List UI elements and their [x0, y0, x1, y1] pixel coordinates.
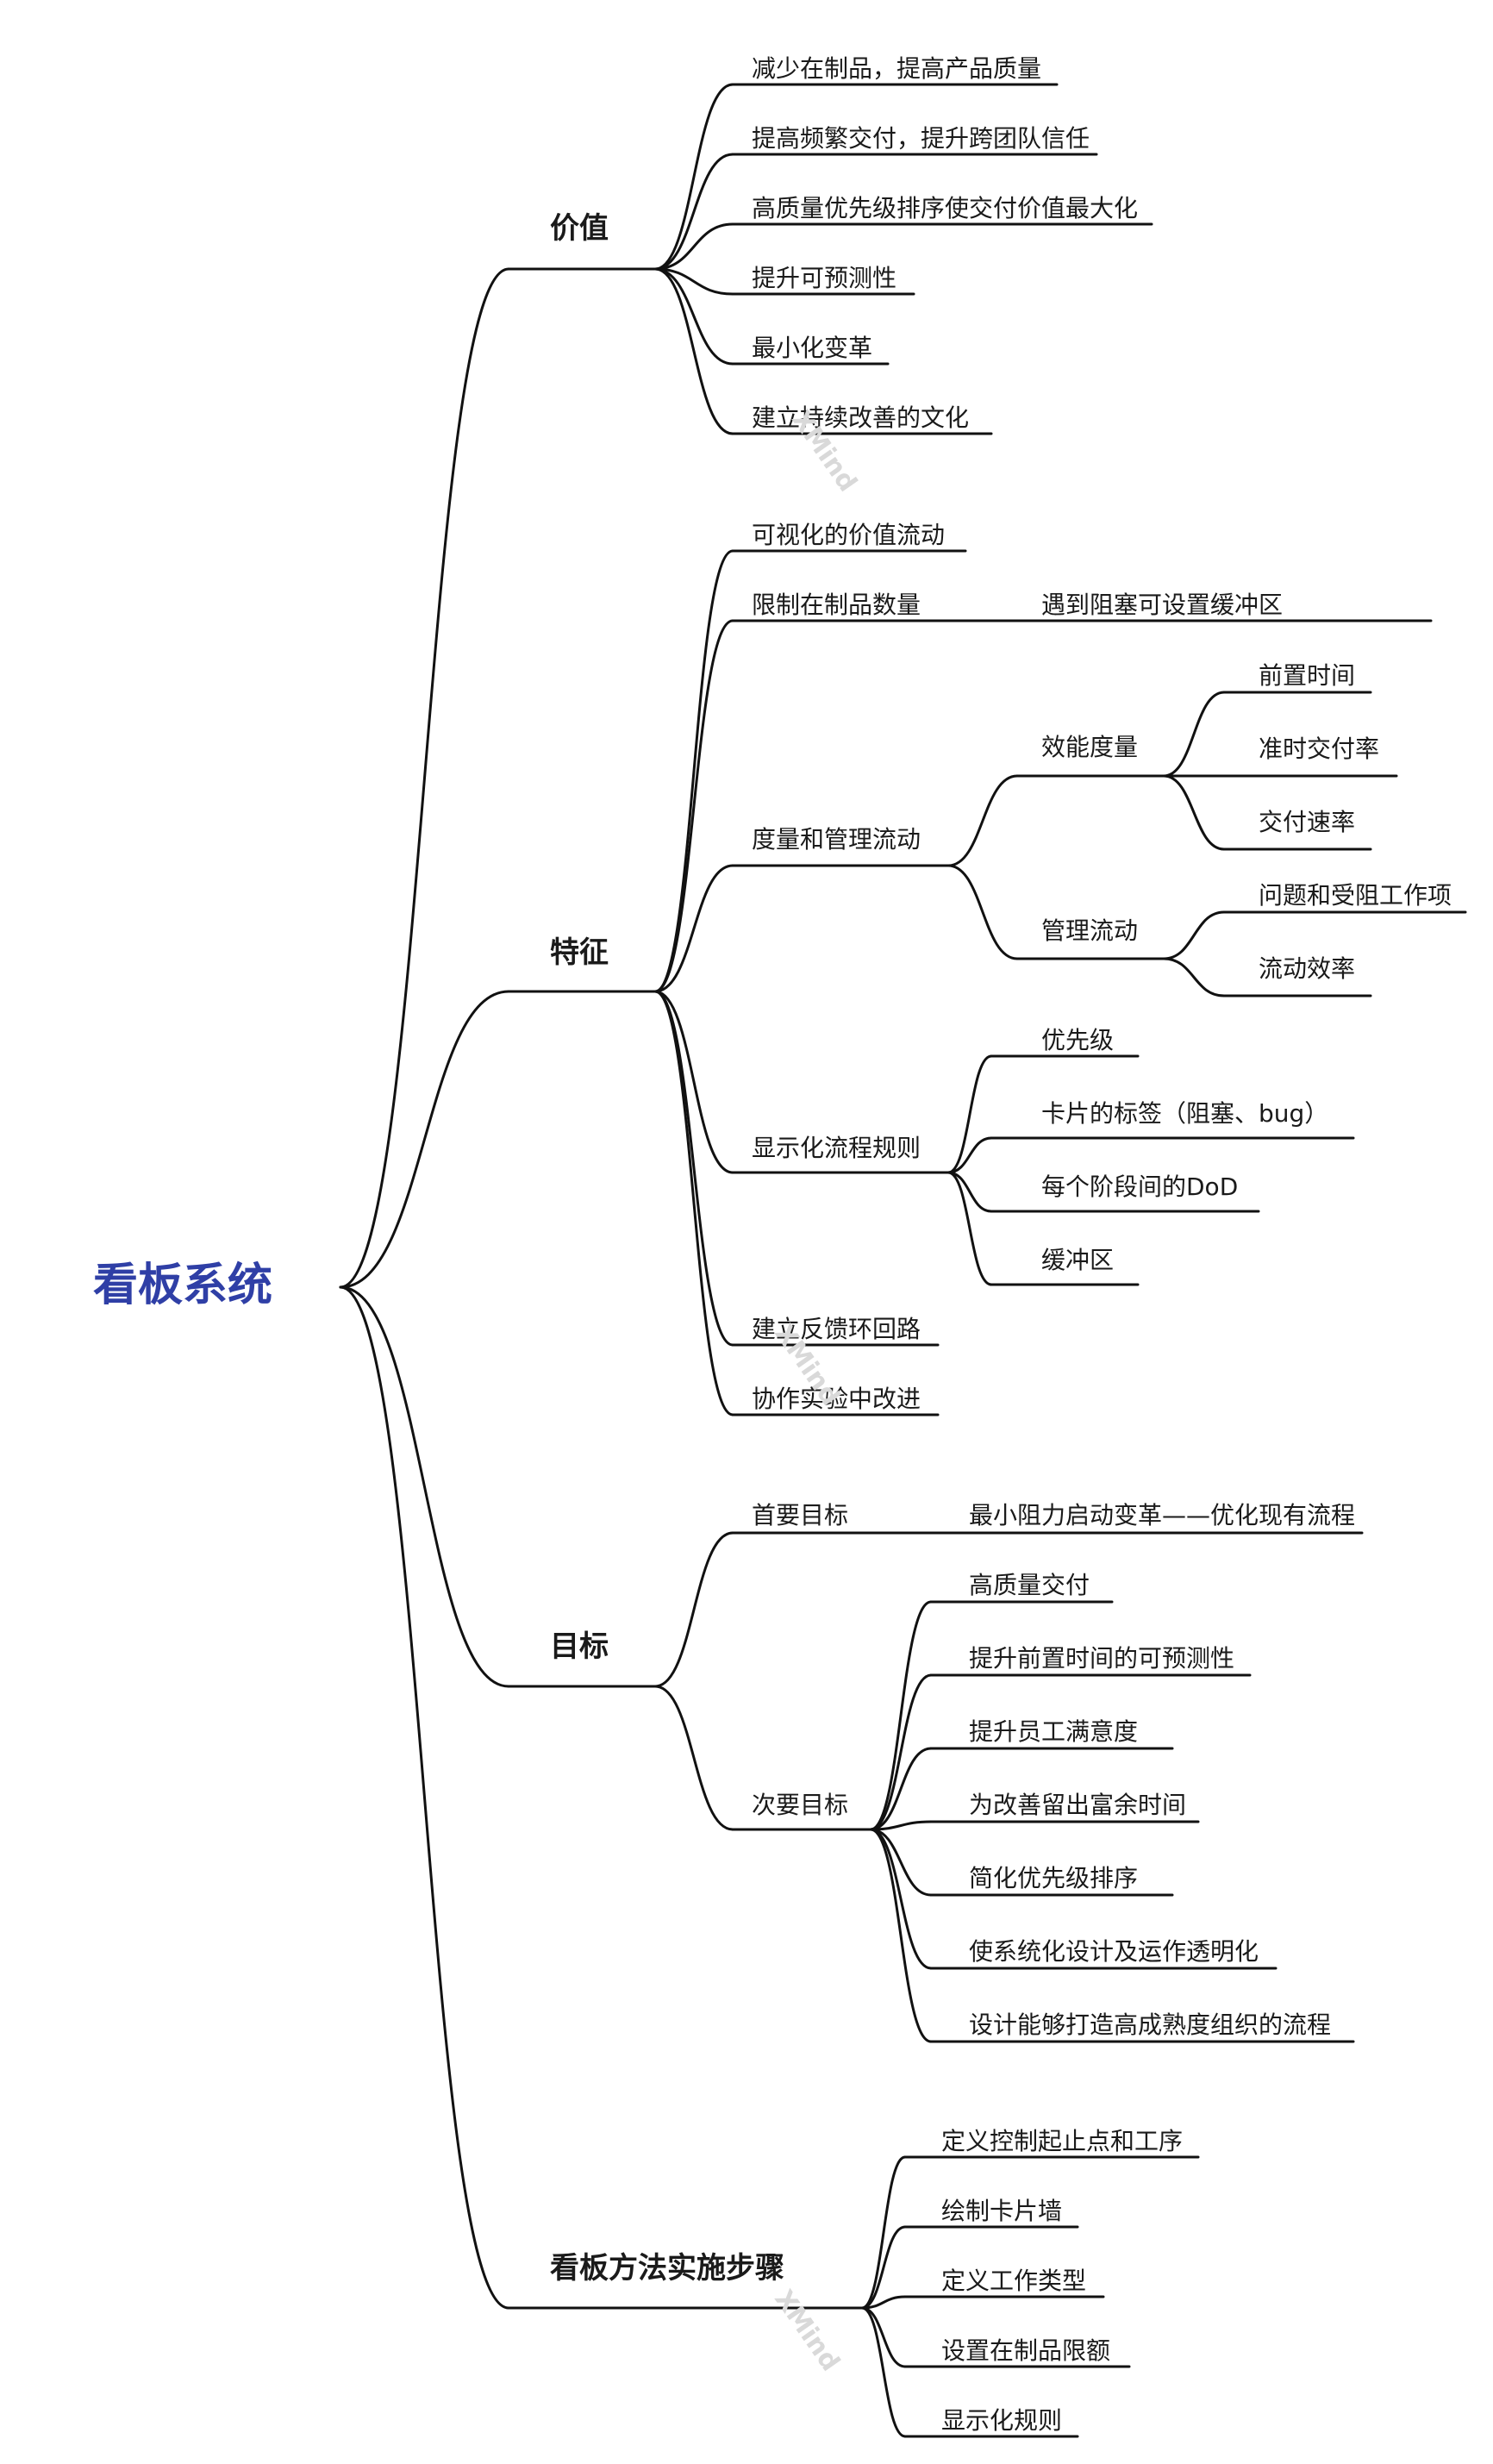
feature-manage-flow[interactable]: 管理流动 [1041, 916, 1139, 945]
branch-link [869, 1828, 933, 2043]
value-item-4[interactable]: 提升可预测性 [752, 264, 897, 292]
branch-link [869, 1747, 933, 1831]
branch-goals[interactable]: 目标 [550, 1629, 609, 1664]
branch-link [653, 990, 734, 1416]
branch-link [653, 990, 734, 1174]
branch-link [339, 1285, 510, 2310]
metric-delivery-rate[interactable]: 交付速率 [1259, 808, 1356, 836]
feature-visualize-flow[interactable]: 可视化的价值流动 [752, 521, 946, 549]
step-5[interactable]: 显示化规则 [941, 2406, 1063, 2435]
goal-secondary-2[interactable]: 提升前置时间的可预测性 [969, 1644, 1235, 1673]
feature-limit-wip[interactable]: 限制在制品数量 [752, 591, 921, 619]
rule-card-tags[interactable]: 卡片的标签（阻塞、bug） [1041, 1099, 1329, 1128]
branch-link [653, 267, 734, 435]
value-item-5[interactable]: 最小化变革 [752, 334, 873, 362]
goal-primary-item[interactable]: 最小阻力启动变革——优化现有流程 [969, 1501, 1356, 1529]
branch-link [869, 1820, 933, 1831]
goal-secondary-4[interactable]: 为改善留出富余时间 [969, 1791, 1187, 1819]
branch-link [653, 619, 734, 993]
rule-dod[interactable]: 每个阶段间的DoD [1041, 1173, 1239, 1201]
root-topic[interactable]: 看板系统 [93, 1260, 273, 1311]
value-item-6[interactable]: 建立持续改善的文化 [752, 403, 970, 432]
branch-link [653, 864, 734, 993]
step-1[interactable]: 定义控制起止点和工序 [941, 2127, 1184, 2155]
branch-link [653, 1685, 734, 1831]
branch-link [1162, 691, 1226, 778]
rule-priority[interactable]: 优先级 [1041, 1026, 1115, 1054]
value-item-1[interactable]: 减少在制品，提高产品质量 [752, 54, 1042, 83]
branch-link [946, 1171, 993, 1286]
branch-link [860, 2155, 907, 2310]
step-4[interactable]: 设置在制品限额 [941, 2336, 1111, 2365]
branch-link [1162, 957, 1226, 997]
feature-collaborative-improve[interactable]: 协作实验中改进 [752, 1385, 921, 1413]
branch-link [860, 2225, 907, 2310]
branch-features[interactable]: 特征 [550, 935, 609, 970]
branch-link [860, 2306, 907, 2438]
feature-limit-wip-buffer[interactable]: 遇到阻塞可设置缓冲区 [1041, 591, 1284, 619]
value-item-2[interactable]: 提高频繁交付，提升跨团队信任 [752, 124, 1090, 153]
branch-link [653, 222, 734, 271]
branch-link [653, 83, 734, 271]
feature-explicit-rules[interactable]: 显示化流程规则 [752, 1134, 921, 1162]
value-item-3[interactable]: 高质量优先级排序使交付价值最大化 [752, 194, 1139, 222]
branch-link [1162, 774, 1226, 851]
flow-blocked-items[interactable]: 问题和受阻工作项 [1259, 881, 1452, 910]
branch-link [946, 1136, 993, 1174]
branch-link [653, 153, 734, 271]
branch-link [339, 990, 510, 1289]
branch-value[interactable]: 价值 [550, 211, 609, 246]
rule-buffer[interactable]: 缓冲区 [1041, 1246, 1115, 1274]
branch-link [869, 1828, 933, 1970]
branch-link [869, 1600, 933, 1831]
branch-link [653, 267, 734, 366]
goal-secondary-3[interactable]: 提升员工满意度 [969, 1717, 1139, 1746]
branch-link [339, 267, 510, 1289]
step-3[interactable]: 定义工作类型 [941, 2267, 1087, 2295]
step-2[interactable]: 绘制卡片墙 [941, 2197, 1063, 2225]
branch-link [653, 267, 734, 296]
branch-link [653, 1531, 734, 1688]
branch-link [339, 1285, 510, 1688]
feature-feedback-loop[interactable]: 建立反馈环回路 [752, 1315, 921, 1343]
branch-link [869, 1828, 933, 1897]
branch-link [1162, 910, 1226, 960]
goal-secondary-5[interactable]: 简化优先级排序 [969, 1864, 1139, 1892]
branch-link [946, 774, 1019, 867]
branch-implementation-steps[interactable]: 看板方法实施步骤 [550, 2251, 784, 2286]
branch-link [860, 2306, 907, 2368]
goal-primary[interactable]: 首要目标 [752, 1501, 849, 1529]
metric-lead-time[interactable]: 前置时间 [1259, 661, 1356, 690]
branch-link [653, 990, 734, 1347]
goal-secondary-7[interactable]: 设计能够打造高成熟度组织的流程 [969, 2011, 1332, 2039]
goal-secondary[interactable]: 次要目标 [752, 1791, 849, 1819]
metric-on-time-rate[interactable]: 准时交付率 [1259, 735, 1380, 763]
branch-link [946, 864, 1019, 960]
goal-secondary-6[interactable]: 使系统化设计及运作透明化 [969, 1937, 1259, 1966]
goal-secondary-1[interactable]: 高质量交付 [969, 1571, 1090, 1599]
feature-measure-manage[interactable]: 度量和管理流动 [752, 825, 921, 854]
feature-efficiency-metrics[interactable]: 效能度量 [1041, 733, 1139, 761]
branch-link [946, 1054, 993, 1174]
branch-link [946, 1171, 993, 1213]
branch-link [869, 1673, 933, 1831]
flow-efficiency[interactable]: 流动效率 [1259, 954, 1356, 983]
